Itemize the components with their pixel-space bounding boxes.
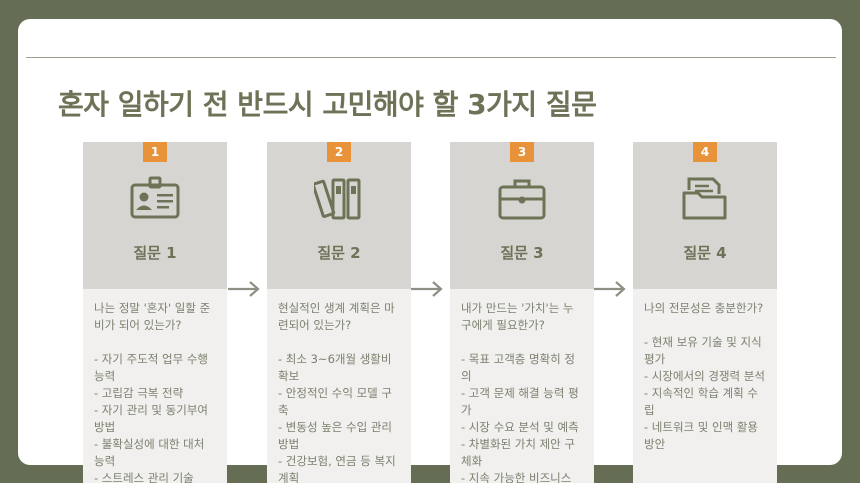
step-number-badge: 4 — [693, 142, 717, 162]
list-item: - 건강보험, 연금 등 복지 계획 — [278, 454, 396, 483]
question-card-3: 3 질문 3 내가 만드는 '가치'는 누구에게 필요한가? - 목표 고객층 … — [450, 142, 594, 483]
list-item: - 변동성 높은 수입 관리 방법 — [278, 420, 392, 451]
list-item: - 고객 문제 해결 능력 평가 — [461, 386, 579, 417]
card-question: 나는 정말 '혼자' 일할 준비가 되어 있는가? — [94, 301, 211, 332]
card-label: 질문 3 — [500, 244, 544, 262]
card-question: 현실적인 생계 계획은 마련되어 있는가? — [278, 301, 395, 332]
step-number-badge: 3 — [510, 142, 534, 162]
question-card-4: 4 질문 4 나의 전문성은 충분한가? - 현재 보유 기술 및 지식 평가 … — [633, 142, 777, 483]
list-item: - 지속적인 학습 계획 수립 — [644, 386, 758, 417]
card-question: 나의 전문성은 충분한가? — [644, 301, 764, 315]
step-number-badge: 1 — [143, 142, 167, 162]
card-question: 내가 만드는 '가치'는 누구에게 필요한가? — [461, 301, 574, 332]
card-label: 질문 2 — [317, 244, 361, 262]
list-item: - 지속 가능한 비즈니스 — [461, 471, 572, 483]
folder-icon — [682, 177, 727, 220]
list-item: - 고립감 극복 전략 — [94, 386, 184, 400]
briefcase-icon — [498, 179, 546, 220]
question-card-1: 1 질문 1 나는 정말 '혼자' 일할 준비가 되어 있는가? - 자기 주도… — [83, 142, 227, 483]
list-item: - 네트워크 및 인맥 활용 방안 — [644, 420, 758, 451]
page-title: 혼자 일하기 전 반드시 고민해야 할 3가지 질문 — [58, 88, 597, 121]
question-card-2: 2 질문 2 현실적인 생계 계획은 마련되어 있는가? - 최소 3~6개월 … — [267, 142, 411, 483]
list-item: - 스트레스 관리 기술 — [94, 471, 194, 483]
list-item: - 안정적인 수익 모델 구축 — [278, 386, 392, 417]
list-item: - 불확실성에 대한 대처 능력 — [94, 437, 205, 468]
list-item: - 시장 수요 분석 및 예측 — [461, 420, 579, 434]
card-label: 질문 1 — [133, 244, 177, 262]
step-number-badge: 2 — [327, 142, 351, 162]
list-item: - 목표 고객층 명확히 정의 — [461, 352, 575, 383]
card-label: 질문 4 — [683, 244, 727, 262]
list-item: - 현재 보유 기술 및 지식 평가 — [644, 335, 762, 366]
list-item: - 차별화된 가치 제안 구체화 — [461, 437, 575, 468]
id-card-icon — [130, 176, 180, 219]
list-item: - 최소 3~6개월 생활비 확보 — [278, 352, 392, 383]
divider — [26, 57, 836, 58]
list-item: - 자기 관리 및 동기부여 방법 — [94, 403, 208, 434]
binders-icon — [314, 178, 361, 220]
list-item: - 시장에서의 경쟁력 분석 — [644, 369, 765, 383]
list-item: - 자기 주도적 업무 수행 능력 — [94, 352, 208, 383]
